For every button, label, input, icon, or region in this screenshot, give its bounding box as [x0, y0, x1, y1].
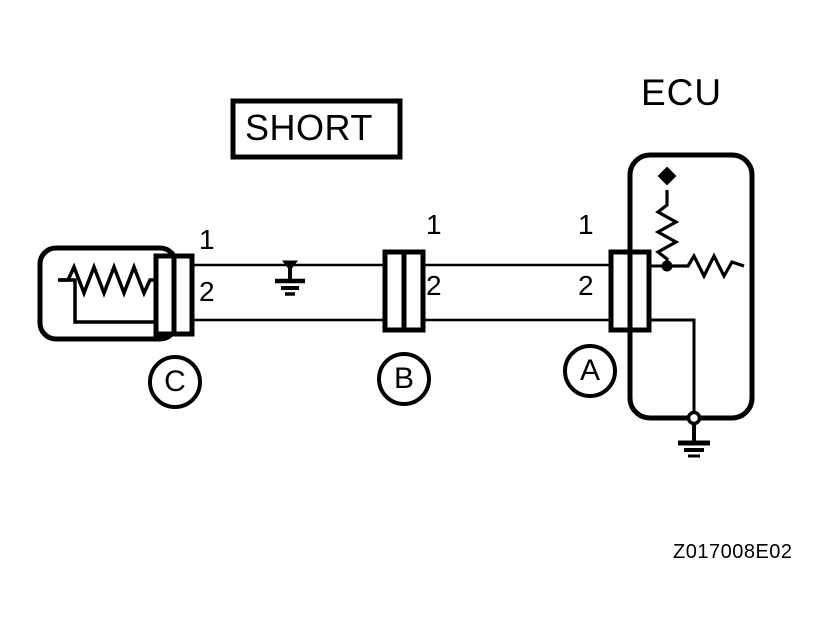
ecu-pin2-wire: [640, 318, 696, 418]
ecu-ground-symbol: [678, 423, 710, 458]
connector-marker-a: A: [579, 354, 600, 387]
wire-ground-symbol: [275, 260, 305, 296]
connector-b-body: [382, 249, 426, 333]
sensor-resistor: [58, 262, 168, 324]
connector-marker-b: B: [393, 362, 414, 395]
ecu-pullup-branch: [654, 190, 680, 266]
connector-marker-circle-c: [148, 355, 202, 409]
figure-code: Z017008E02: [673, 541, 793, 563]
ecu-series-resistor: [667, 252, 745, 280]
pin-label-a1: 1: [578, 209, 594, 240]
pin-label-b1: 1: [426, 209, 442, 240]
pin-label-c2: 2: [199, 276, 215, 307]
connector-c-body: [153, 253, 195, 337]
connector-marker-circle-a: [563, 344, 617, 398]
pin-label-b2: 2: [426, 270, 442, 301]
short-label-box: [230, 98, 403, 160]
connector-marker-circle-b: [377, 352, 431, 406]
supply-node-diamond: [657, 166, 677, 186]
connector-a-body: [608, 249, 652, 333]
short-label: SHORT: [245, 107, 373, 148]
ecu-ground-node: [686, 410, 702, 426]
ecu-label: ECU: [641, 72, 723, 113]
connector-marker-c: C: [164, 365, 186, 398]
pin-label-c1: 1: [199, 224, 215, 255]
pin-label-a2: 2: [578, 270, 594, 301]
